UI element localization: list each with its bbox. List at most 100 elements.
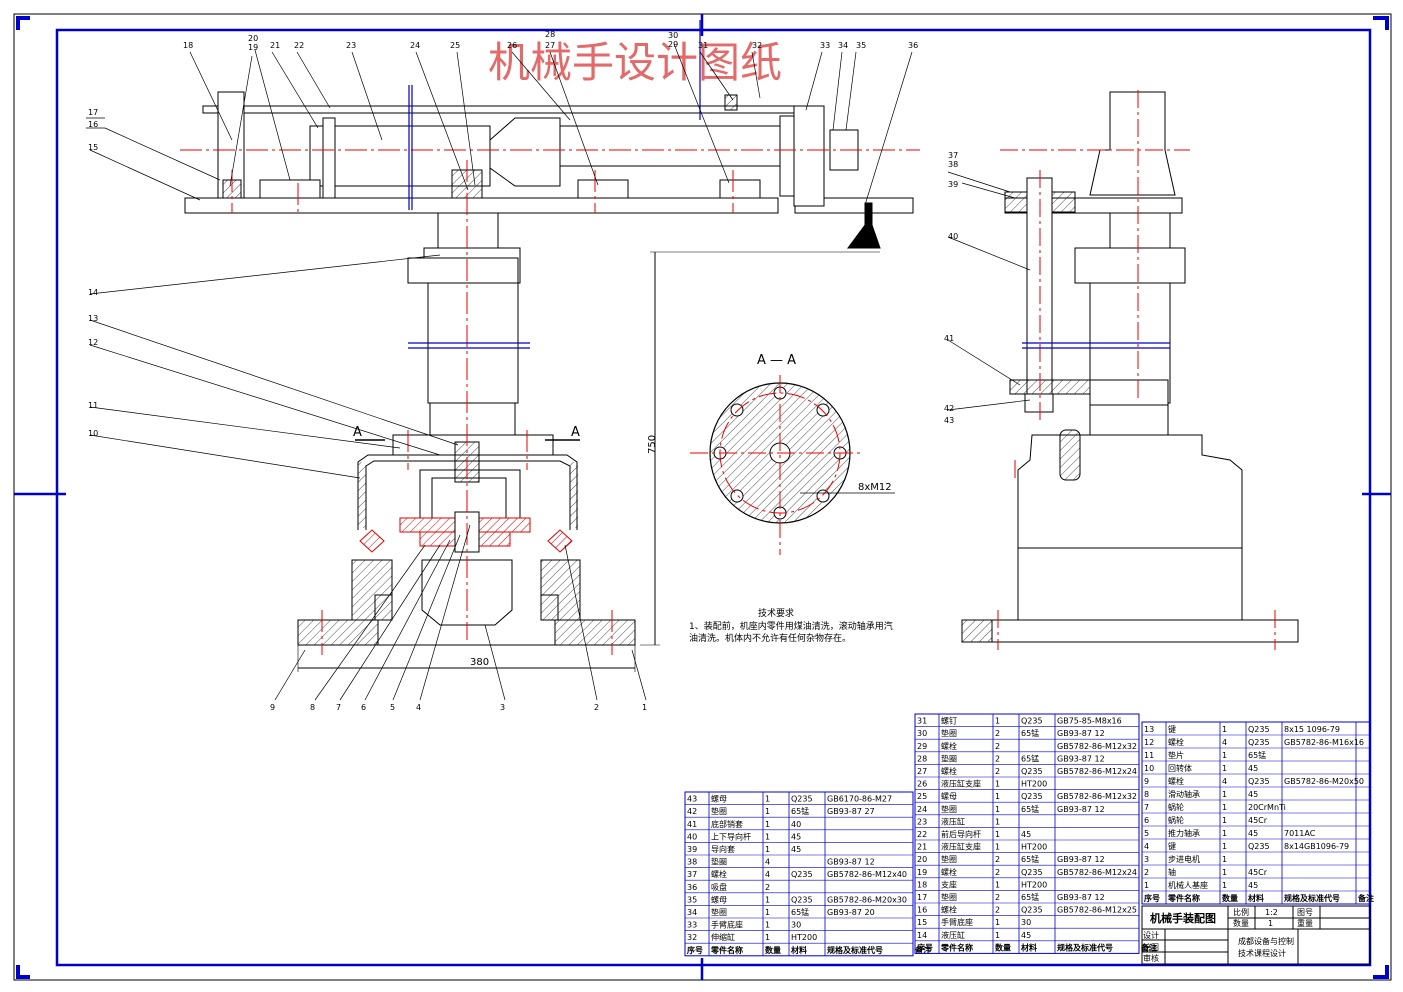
balloon-4: 4 xyxy=(416,703,421,712)
bom-header-cell: 零件名称 xyxy=(1167,893,1200,903)
balloon-33: 33 xyxy=(820,41,830,50)
balloons-side xyxy=(947,171,1031,411)
bom-cell: GB93-87 12 xyxy=(827,858,875,867)
bom-cell: 2 xyxy=(995,855,1000,864)
org-name: 成都设备与控制 xyxy=(1238,936,1294,946)
bom-cell: 65锰 xyxy=(1021,728,1039,738)
watermark-title: 机械手设计图纸 xyxy=(488,38,782,87)
section-aa-label: A — A xyxy=(757,353,796,368)
bom-cell: 手臂底座 xyxy=(941,917,973,927)
bom-cell: 28 xyxy=(917,754,927,763)
balloon-6: 6 xyxy=(361,703,366,712)
bom-header-cell: 材料 xyxy=(1248,893,1264,903)
bom-cell: 65锰 xyxy=(1021,804,1039,814)
bom-cell: 1 xyxy=(995,830,1000,839)
bom-cell: 45 xyxy=(791,832,801,841)
bom-cell: 40 xyxy=(687,832,697,841)
bom-cell: 3 xyxy=(1144,855,1149,864)
balloon-15: 15 xyxy=(88,143,98,152)
bom-cell: 垫圈 xyxy=(941,728,957,738)
bom-cell: GB93-87 20 xyxy=(827,908,875,917)
bom-cell: Q235 xyxy=(1248,725,1270,734)
bom-cell: 18 xyxy=(917,880,927,889)
balloon-18: 18 xyxy=(183,41,193,50)
balloon-27: 27 xyxy=(545,41,555,50)
bom-cell: 65锰 xyxy=(1021,854,1039,864)
bom-cell: Q235 xyxy=(791,895,813,904)
bom-cell: 螺母 xyxy=(941,791,957,801)
bom-cell: 45Cr xyxy=(1248,816,1268,825)
bom-cell: 1 xyxy=(995,918,1000,927)
balloons-top xyxy=(189,43,913,206)
bom-cell: 4 xyxy=(1144,842,1149,851)
bom-cell: 65锰 xyxy=(791,907,809,917)
balloon-35: 35 xyxy=(856,41,866,50)
section-mark-left: A xyxy=(353,425,362,440)
bom-cell: 33 xyxy=(687,921,697,930)
bom-cell: 伸缩缸 xyxy=(711,932,735,942)
bom-cell: 45 xyxy=(1248,764,1258,773)
bom-cell: 36 xyxy=(687,883,697,892)
bom-cell: Q235 xyxy=(1248,738,1270,747)
bom-cell: 27 xyxy=(917,767,927,776)
bom-cell: 1 xyxy=(765,820,770,829)
bom-cell: 1 xyxy=(765,795,770,804)
bom-header-cell: 数量 xyxy=(765,945,781,955)
bom-cell: 1 xyxy=(995,780,1000,789)
review-label: 审核 xyxy=(1143,953,1159,963)
balloon-29: 29 xyxy=(668,40,678,49)
bom-cell: 19 xyxy=(917,868,927,877)
bom-cell: 30 xyxy=(791,921,801,930)
bom-cell: 吸盘 xyxy=(711,882,727,892)
balloon-30: 30 xyxy=(668,31,678,40)
bom-cell: 步进电机 xyxy=(1168,854,1200,864)
bom-cell: Q235 xyxy=(1021,717,1043,726)
balloon-25: 25 xyxy=(450,41,460,50)
bom-cell: 螺栓 xyxy=(941,867,957,877)
section-mark-right: A xyxy=(571,425,580,440)
bom-cell: 21 xyxy=(917,843,927,852)
bom-cell: 蜗轮 xyxy=(1168,802,1184,812)
bom-cell: 1 xyxy=(995,931,1000,940)
bom-cell: 底部销套 xyxy=(711,819,743,829)
bom-cell: 1 xyxy=(1144,881,1149,890)
scale-value: 1:2 xyxy=(1265,908,1278,917)
bom-cell: 4 xyxy=(1222,738,1227,747)
bom-cell: 1 xyxy=(765,845,770,854)
bom-cell: 垫圈 xyxy=(711,907,727,917)
bom-header-cell: 材料 xyxy=(791,945,807,955)
balloon-2: 2 xyxy=(594,703,599,712)
qty-value: 1 xyxy=(1268,919,1273,928)
bom-cell: 9 xyxy=(1144,777,1149,786)
balloon-41: 41 xyxy=(944,334,954,343)
drawing-title: 机械手装配图 xyxy=(1150,911,1216,925)
bom-cell: 螺栓 xyxy=(1168,737,1184,747)
bom-cell: Q235 xyxy=(1021,767,1043,776)
balloon-labels-bottom: 9 8 7 6 5 4 3 2 1 xyxy=(270,703,647,712)
bom-cell: 29 xyxy=(917,742,927,751)
bom-cell: 5 xyxy=(1144,829,1149,838)
bom-cell: GB5782-86-M12x24 xyxy=(1057,767,1137,776)
balloon-10: 10 xyxy=(88,429,98,438)
balloon-40: 40 xyxy=(948,232,958,241)
bom-cell: 25 xyxy=(917,792,927,801)
dwg-label: 图号 xyxy=(1297,908,1313,917)
bom-header-cell: 序号 xyxy=(687,945,703,955)
bom-cell: Q235 xyxy=(1248,777,1270,786)
balloon-9: 9 xyxy=(270,703,275,712)
bom-cell: 45Cr xyxy=(1248,868,1268,877)
bom-cell: 65锰 xyxy=(1021,892,1039,902)
bom-header-cell: 备注 xyxy=(914,945,931,955)
bom-cell: 2 xyxy=(995,742,1000,751)
bom-cell: 螺母 xyxy=(711,794,727,804)
balloon-labels-left: 17 16 15 14 13 12 11 10 xyxy=(88,108,98,438)
bom-cell: 45 xyxy=(791,845,801,854)
bom-cell: 1 xyxy=(1222,816,1227,825)
bom-cell: 垫圈 xyxy=(941,892,957,902)
bom-cell: 螺栓 xyxy=(941,741,957,751)
bom-cell: Q235 xyxy=(1248,842,1270,851)
balloon-34: 34 xyxy=(838,41,848,50)
bom-cell: 回转体 xyxy=(1168,763,1192,773)
